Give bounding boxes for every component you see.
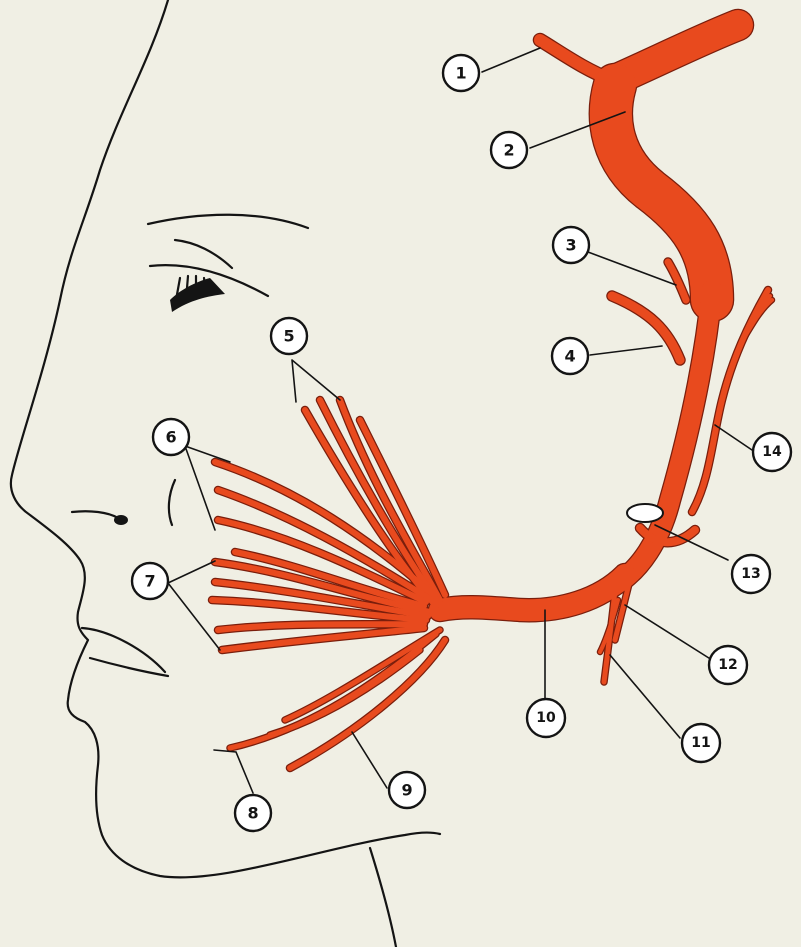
nostril: [114, 515, 128, 525]
callout-number: 13: [741, 566, 760, 582]
callout-number: 9: [401, 781, 412, 800]
callout-9: 9: [389, 772, 425, 808]
callout-number: 6: [165, 428, 176, 447]
callout-11: 11: [682, 724, 720, 762]
callout-1: 1: [443, 55, 479, 91]
callout-number: 2: [503, 141, 514, 160]
callout-8: 8: [235, 795, 271, 831]
callout-number: 10: [536, 710, 556, 726]
callout-13: 13: [732, 555, 770, 593]
callout-number: 12: [718, 657, 737, 673]
callout-6: 6: [153, 419, 189, 455]
callout-14: 14: [753, 433, 791, 471]
callout-number: 11: [691, 735, 710, 751]
callout-number: 7: [144, 572, 155, 591]
callout-number: 8: [247, 804, 258, 823]
callout-number: 4: [564, 347, 575, 366]
callout-2: 2: [491, 132, 527, 168]
callout-10: 10: [527, 699, 565, 737]
nerve-ring: [627, 504, 663, 522]
callout-4: 4: [552, 338, 588, 374]
callout-3: 3: [553, 227, 589, 263]
callout-number: 3: [565, 236, 576, 255]
callout-number: 5: [283, 327, 294, 346]
callout-7: 7: [132, 563, 168, 599]
callout-number: 14: [762, 444, 782, 460]
callout-number: 1: [455, 64, 466, 83]
callout-5: 5: [271, 318, 307, 354]
callout-12: 12: [709, 646, 747, 684]
